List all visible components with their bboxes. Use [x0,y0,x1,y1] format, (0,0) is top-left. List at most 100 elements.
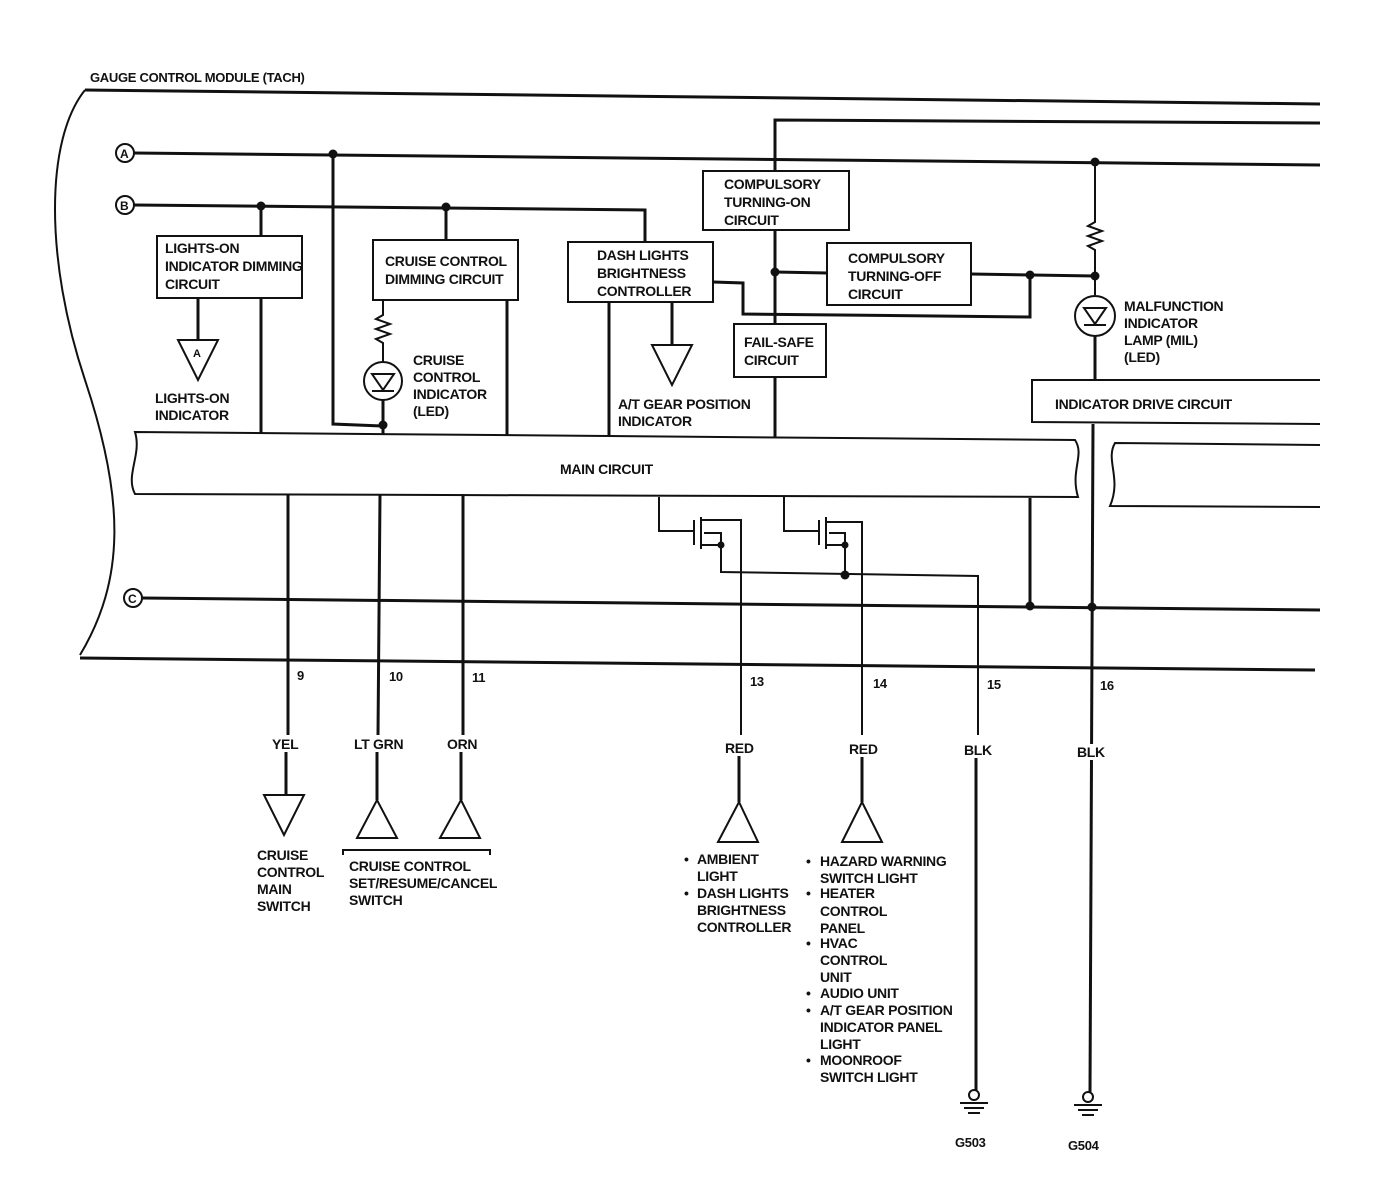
pin13-destination-list: • AMBIENT LIGHT • DASH LIGHTS BRIGHTNESS… [684,851,792,935]
junction [256,201,266,211]
compulsory-on-feed [773,118,1321,171]
cruise-resistor [373,300,393,362]
compulsory-on-line2: TURNING-ON [724,194,811,210]
pin14-item3-line3: UNIT [820,969,852,985]
junction [841,541,849,549]
compulsory-on-line3: CIRCUIT [724,212,779,228]
pin10-wire [376,493,382,736]
transistor-1-arrow [704,532,722,545]
junction [717,541,725,549]
cruise-dimming-line1: CRUISE CONTROL [385,253,508,269]
module-boundary-left [54,89,116,656]
list-bullet: • [684,851,689,867]
pin11-number: 11 [472,670,485,685]
compulsory-on-line1: COMPULSORY [724,176,822,192]
pin14-item3-line2: CONTROL [820,952,888,968]
cruise-main-line2: CONTROL [257,864,325,880]
label-bg [1074,744,1110,760]
dash-brightness-line3: CONTROLLER [597,283,691,299]
pin13-item2-line2: BRIGHTNESS [697,902,786,918]
pin14-item2-line1: HEATER [820,885,875,901]
pin14-wire-color: RED [849,741,878,757]
list-bullet: • [684,885,689,901]
bus-a-wire [133,151,1321,167]
g503-terminal [968,1089,980,1101]
pin13-number: 13 [750,674,764,689]
junction [840,570,850,580]
junction [1025,270,1035,280]
lights-on-indicator-triangle [176,339,220,383]
pin13-item1-line1: AMBIENT [697,851,759,867]
at-gear-line2: INDICATOR [618,413,692,429]
cruise-indicator-line1: CRUISE [413,352,464,368]
cruise-dimming-line2: DIMMING CIRCUIT [385,271,504,287]
pin9-wire-color: YEL [272,736,299,752]
list-bullet: • [806,853,811,869]
bus-c-wire [141,596,1321,612]
indicator-drive-block [1031,379,1321,425]
bus-b-wire [133,203,647,242]
junction-to-compulsory-off [774,270,828,275]
cruise-set-line2: SET/RESUME/CANCEL [349,875,498,891]
transistor-2-gate-wire [783,497,819,532]
main-circuit-continuation [1108,441,1321,508]
lights-on-dimming-line3: CIRCUIT [165,276,220,292]
transistor-1-drain [701,519,742,735]
mil-line4: (LED) [1124,349,1160,365]
pin14-item1-line1: HAZARD WARNING [820,853,947,869]
pin9-connector [262,794,306,838]
transistor-1-source [701,544,979,735]
dash-brightness-line1: DASH LIGHTS [597,247,689,263]
pin14-item6-line2: SWITCH LIGHT [820,1069,918,1085]
label-bg [350,736,406,752]
pin14-item5-line1: A/T GEAR POSITION [820,1002,953,1018]
at-gear-line1: A/T GEAR POSITION [618,396,751,412]
lights-on-dimming-line2: INDICATOR DIMMING [165,258,303,274]
module-boundary-top [84,88,1321,106]
pin11-wire-color: ORN [447,736,477,752]
fail-safe-block [733,323,827,378]
label-bg [962,742,998,758]
g503-label: G503 [955,1135,986,1150]
bus-a-to-cruise-led [331,154,384,428]
pin10-number: 10 [389,669,403,684]
pin14-item5-line2: INDICATOR PANEL [820,1019,943,1035]
pin14-number: 14 [873,676,888,691]
pin14-connector [840,799,884,843]
main-circuit-label: MAIN CIRCUIT [560,461,654,477]
pin15-number: 15 [987,677,1001,692]
dash-to-compulsory-off [712,275,1032,319]
pin13-connector [716,799,760,843]
lights-on-dimming-line1: LIGHTS-ON [165,240,239,256]
cruise-indicator-line3: INDICATOR [413,386,487,402]
dash-brightness-block [567,241,714,303]
pin13-item2-line3: CONTROLLER [697,919,791,935]
at-gear-triangle [650,344,694,388]
pin14-item1-line2: SWITCH LIGHT [820,870,918,886]
compulsory-off-line2: TURNING-OFF [848,268,942,284]
mil-resistor [1085,162,1105,295]
pin13-item2-line1: DASH LIGHTS [697,885,789,901]
transistor-2-arrow [829,532,846,545]
cruise-main-line1: CRUISE [257,847,308,863]
pin16-wire-color: BLK [1077,744,1105,760]
fail-safe-line1: FAIL-SAFE [744,334,814,350]
cruise-main-line3: MAIN [257,881,292,897]
compulsory-off-line3: CIRCUIT [848,286,903,302]
pin14-item5-line3: LIGHT [820,1036,861,1052]
bus-c-label: C [128,592,137,606]
cruise-dimming-block [372,239,519,301]
pin14-item3-line1: HVAC [820,935,858,951]
g504-ground-icon [1074,1104,1102,1116]
label-bg [722,740,762,756]
lights-on-indicator-line2: INDICATOR [155,407,229,423]
module-title: GAUGE CONTROL MODULE (TACH) [90,70,305,85]
bus-a-label: A [120,147,129,161]
dash-brightness-line2: BRIGHTNESS [597,265,686,281]
list-bullet: • [806,885,811,901]
lights-on-triangle-label: A [193,348,201,360]
list-bullet: • [806,985,811,1001]
mil-line2: INDICATOR [1124,315,1198,331]
lights-on-indicator-line1: LIGHTS-ON [155,390,229,406]
